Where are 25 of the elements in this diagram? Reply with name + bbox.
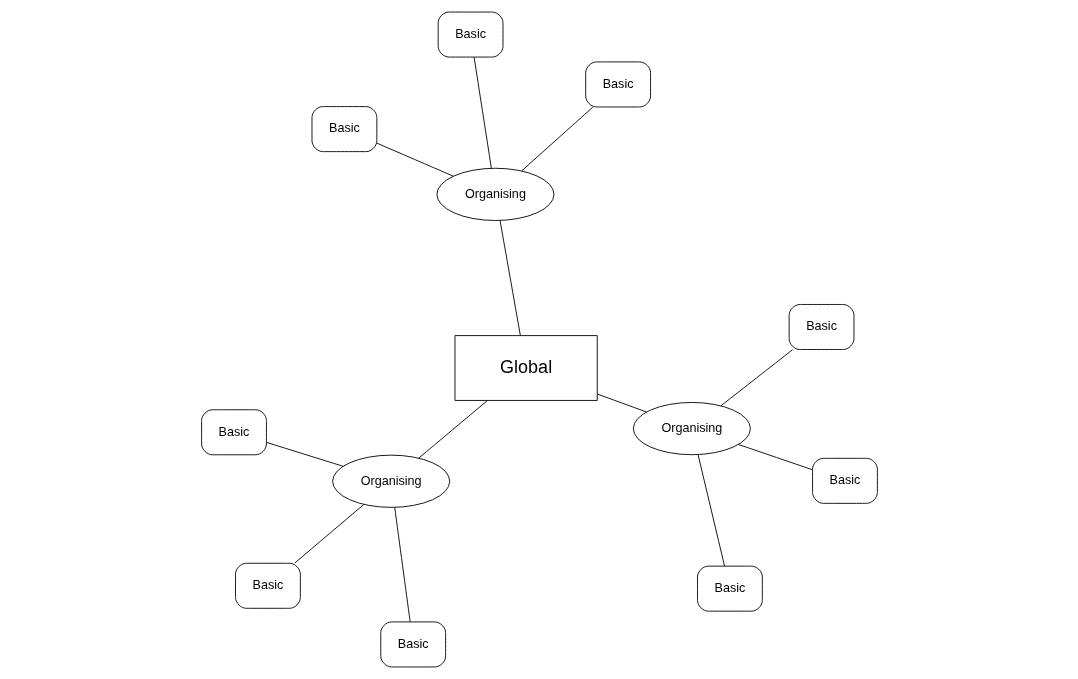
node-box: Basic — [379, 621, 446, 668]
connector — [697, 454, 725, 567]
node-ellipse: Organising — [331, 454, 450, 508]
node-ellipse: Organising — [632, 402, 751, 456]
node-box: Basic — [311, 106, 377, 153]
node-box: Basic — [811, 457, 878, 504]
connector — [393, 507, 411, 623]
connector — [720, 349, 793, 407]
node-box: Basic — [437, 11, 503, 58]
node-ellipse: Organising — [435, 167, 554, 221]
node-box: Basic — [200, 409, 267, 456]
connector — [293, 504, 364, 564]
connector — [473, 56, 492, 169]
node-box: Basic — [696, 565, 763, 612]
connector — [265, 441, 344, 467]
node-box: Basic — [788, 304, 854, 350]
connector — [596, 393, 647, 413]
node-box: Basic — [584, 61, 651, 108]
connector — [499, 220, 521, 336]
connector — [417, 400, 488, 459]
connector — [520, 106, 593, 172]
connector — [376, 142, 454, 177]
connector — [737, 444, 813, 471]
node-box: Global — [454, 335, 598, 401]
node-box: Basic — [234, 562, 301, 609]
